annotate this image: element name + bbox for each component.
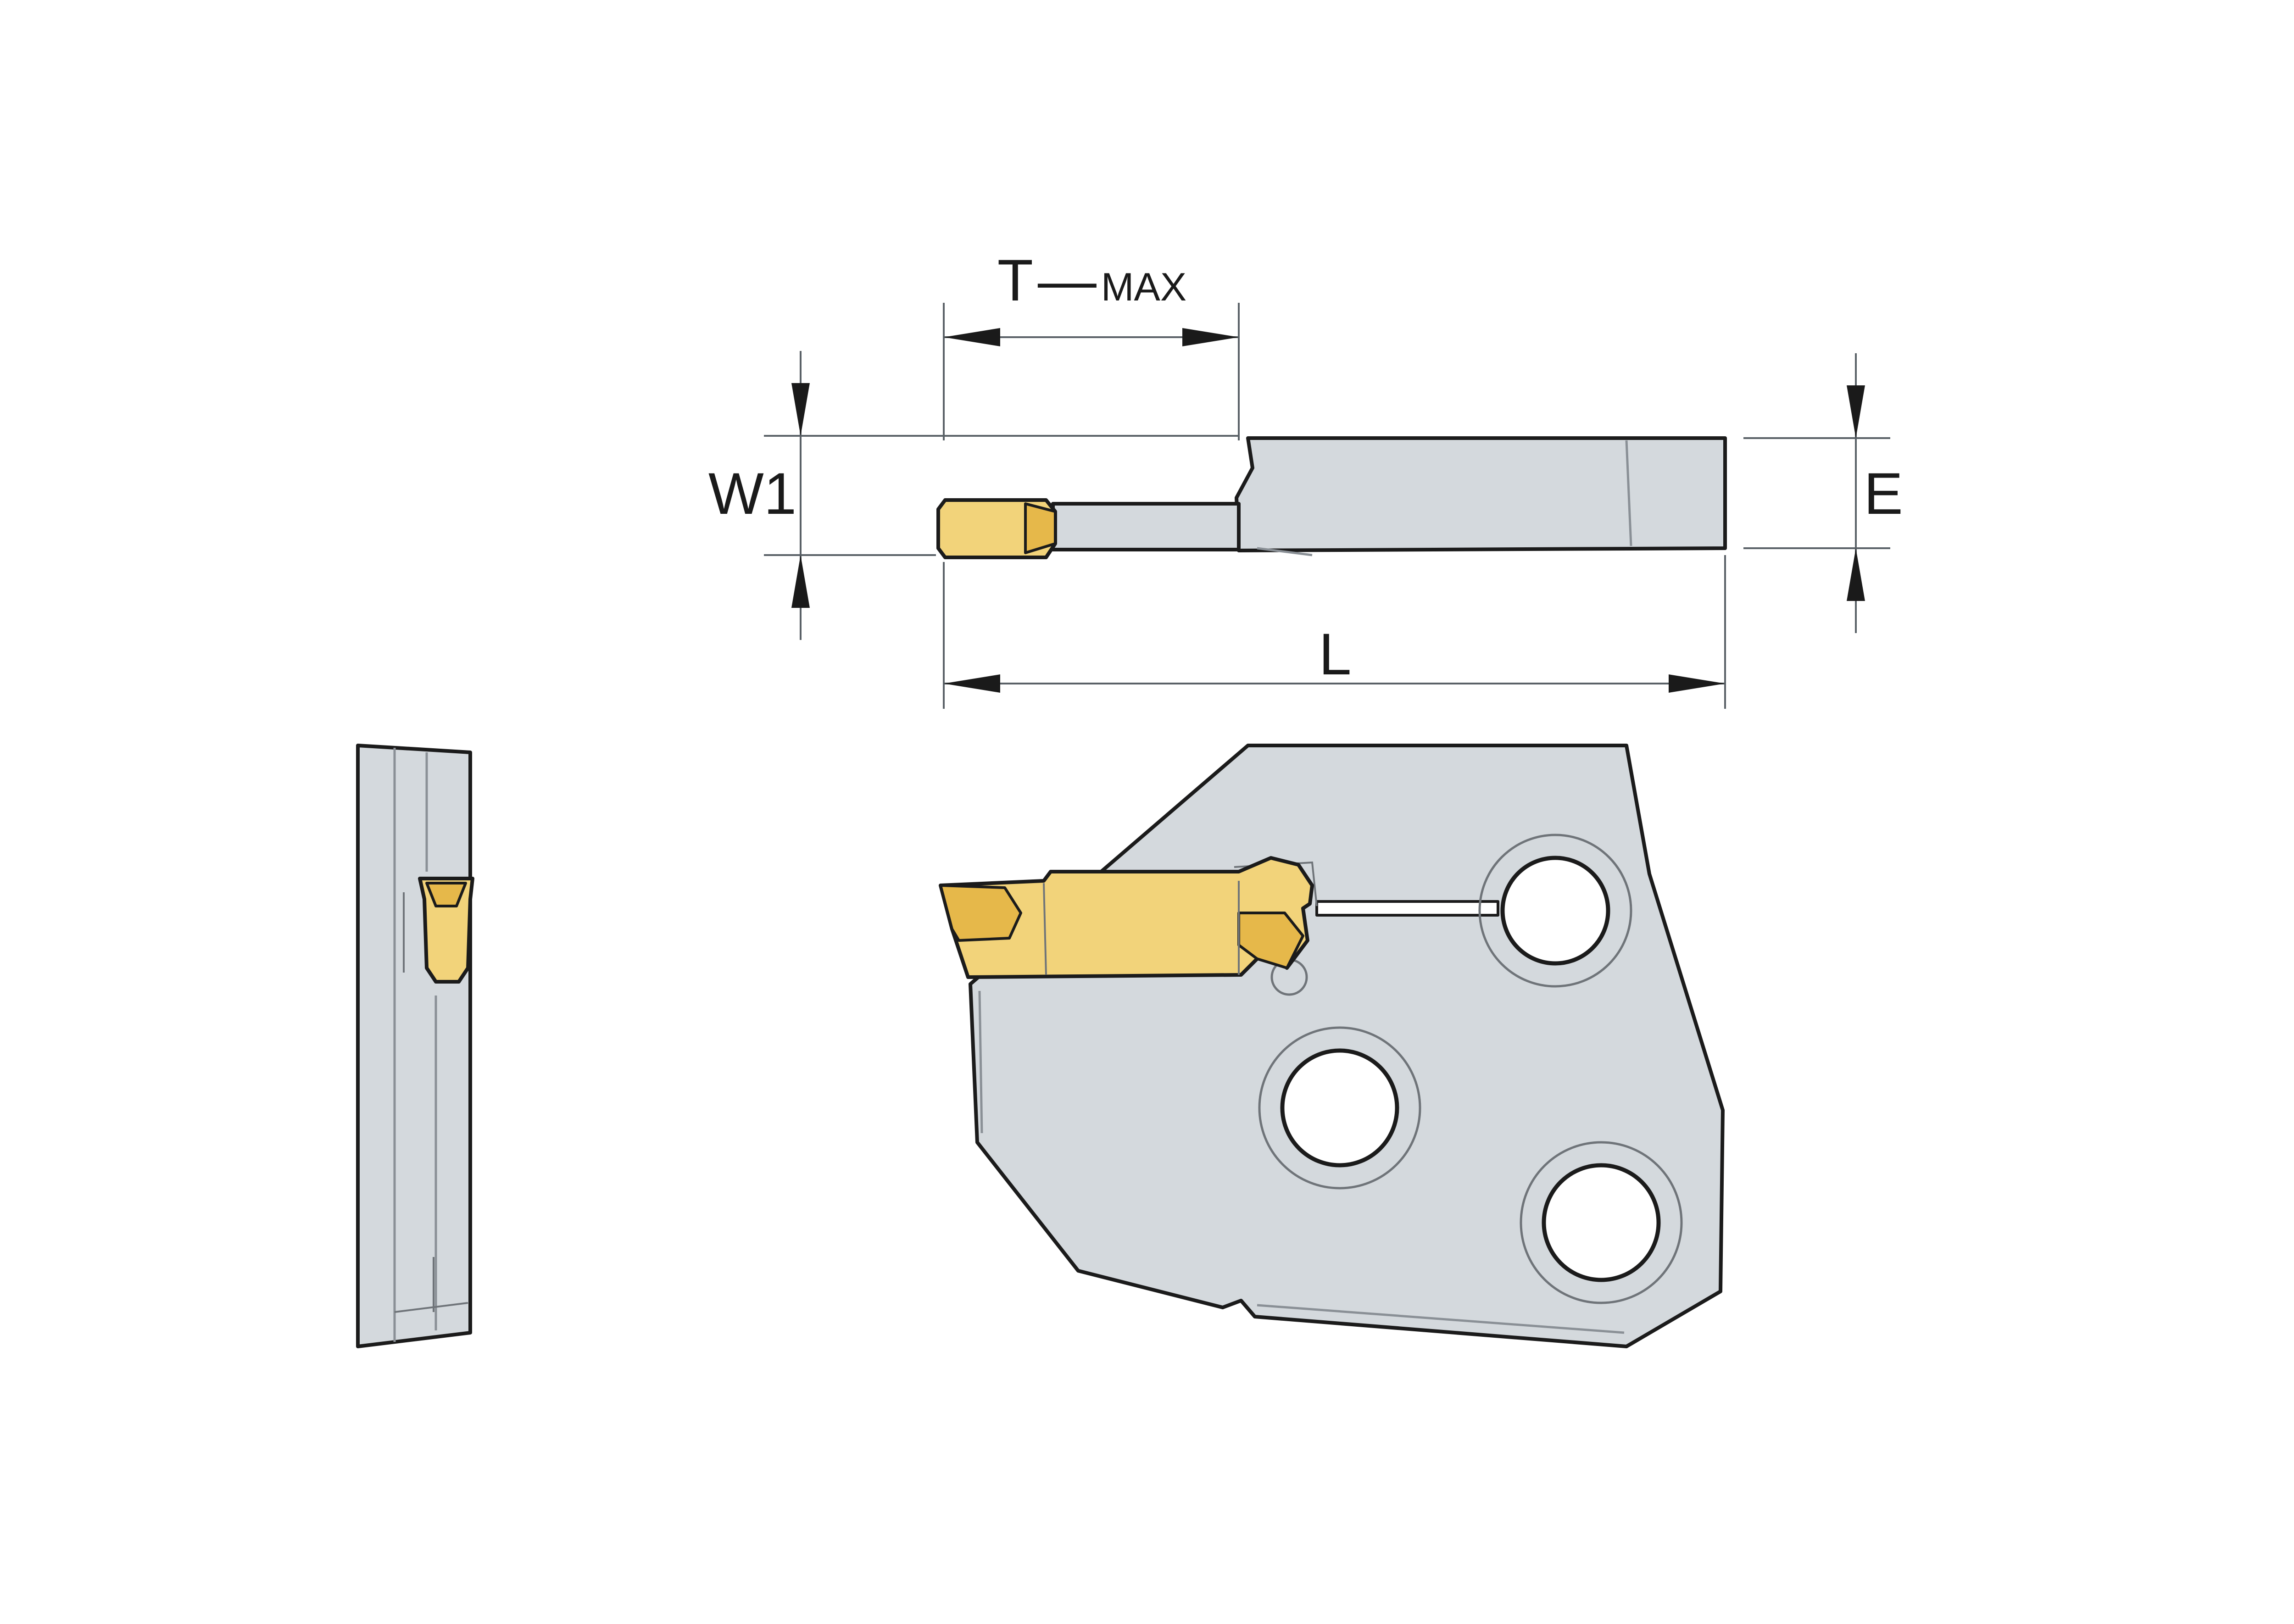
e-arrow-bottom bbox=[1847, 548, 1865, 601]
front-view-mounting-hole bbox=[1500, 856, 1610, 966]
w1-label: W1 bbox=[708, 461, 796, 527]
front-view-hole-boss bbox=[1520, 1141, 1683, 1304]
w1-arrow-bottom bbox=[791, 555, 810, 608]
front-view-insert-edge bbox=[939, 884, 1022, 942]
side-view-insert bbox=[418, 877, 474, 984]
l-arrow-left bbox=[944, 674, 1000, 693]
t-max-arrow-left bbox=[944, 328, 1000, 346]
front-view-edge-line bbox=[1257, 1304, 1625, 1334]
front-view-clamp-slot bbox=[1315, 900, 1499, 917]
front-view-edge-line bbox=[978, 990, 983, 1134]
t-max-arrow-right bbox=[1182, 328, 1239, 346]
side-view bbox=[356, 744, 474, 1348]
l-arrow-right bbox=[1669, 674, 1725, 693]
front-view-mounting-hole bbox=[1280, 1048, 1399, 1168]
l-label: L bbox=[1319, 622, 1351, 687]
front-view-hole-boss bbox=[1258, 1026, 1421, 1190]
t-max-label: T—MAX bbox=[997, 248, 1187, 313]
top-view-insert-edge bbox=[1024, 502, 1057, 554]
front-view-hole-boss bbox=[1478, 834, 1632, 988]
w1-arrow-top bbox=[791, 383, 810, 436]
top-view-blade-body bbox=[1235, 436, 1727, 552]
top-view-edge-line bbox=[1257, 547, 1313, 556]
front-view-insert-detail-line bbox=[1043, 883, 1047, 975]
front-view bbox=[939, 744, 1725, 1348]
top-view-edge-line bbox=[1625, 440, 1632, 546]
front-view-mounting-hole bbox=[1542, 1163, 1661, 1282]
front-view-insert bbox=[939, 856, 1314, 979]
side-view-insert-edge bbox=[425, 882, 467, 907]
side-view-detail-line bbox=[394, 1302, 468, 1313]
e-label: E bbox=[1864, 461, 1903, 527]
top-view: T—MAX W1 E L bbox=[708, 248, 1903, 709]
e-arrow-top bbox=[1847, 385, 1865, 438]
top-view-neck bbox=[1051, 502, 1241, 551]
side-view-blade-body bbox=[356, 744, 472, 1348]
